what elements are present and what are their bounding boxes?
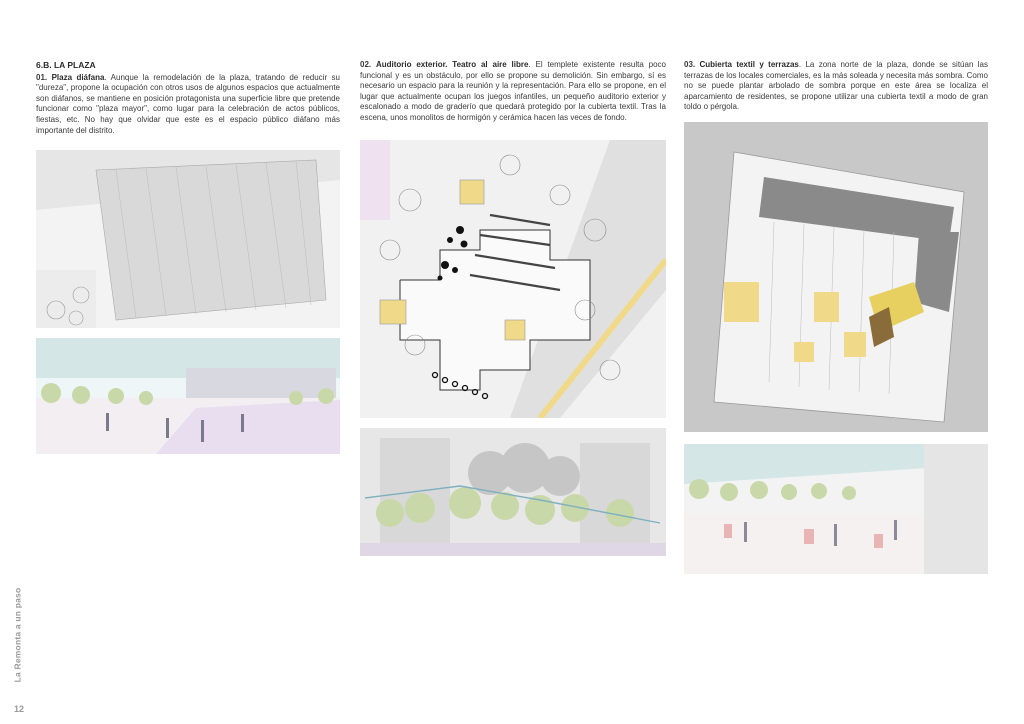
item-number: 03. — [684, 60, 696, 69]
item-heading: Auditorio exterior. Teatro al aire libre — [375, 60, 529, 69]
column-3-text: 03. Cubierta textil y terrazas. La zona … — [684, 60, 988, 113]
item-number: 01. — [36, 72, 48, 82]
section-title: 6.B. LA PLAZA — [36, 60, 96, 70]
plan-plaza-diafana — [36, 150, 340, 328]
paragraph-plaza-diafana: 01. Plaza diáfana. Aunque la remodelació… — [36, 73, 340, 137]
column-2-text: 02. Auditorio exterior. Teatro al aire l… — [360, 60, 666, 124]
item-body: . El templete existente resulta poco fun… — [360, 60, 666, 122]
paragraph-auditorio: 02. Auditorio exterior. Teatro al aire l… — [360, 60, 666, 124]
paragraph-cubierta: 03. Cubierta textil y terrazas. La zona … — [684, 60, 988, 113]
perspective-terrazas — [684, 444, 988, 574]
item-number: 02. — [360, 60, 372, 69]
column-1-text: 6.B. LA PLAZA 01. Plaza diáfana. Aunque … — [36, 60, 340, 136]
section-auditorio — [360, 428, 666, 556]
publication-title: La Remonta a un paso — [12, 587, 23, 683]
sidebar-label: La Remonta a un paso — [6, 587, 23, 690]
item-heading: Plaza diáfana — [51, 72, 105, 82]
item-body: . Aunque la remodelación de la plaza, tr… — [36, 72, 340, 135]
item-heading: Cubierta textil y terrazas — [699, 60, 799, 69]
perspective-plaza-diafana — [36, 338, 340, 454]
page-number: 12 — [14, 704, 25, 714]
plan-auditorio — [360, 140, 666, 418]
plan-cubierta-textil — [684, 122, 988, 432]
item-body: . La zona norte de la plaza, donde se si… — [684, 60, 988, 112]
